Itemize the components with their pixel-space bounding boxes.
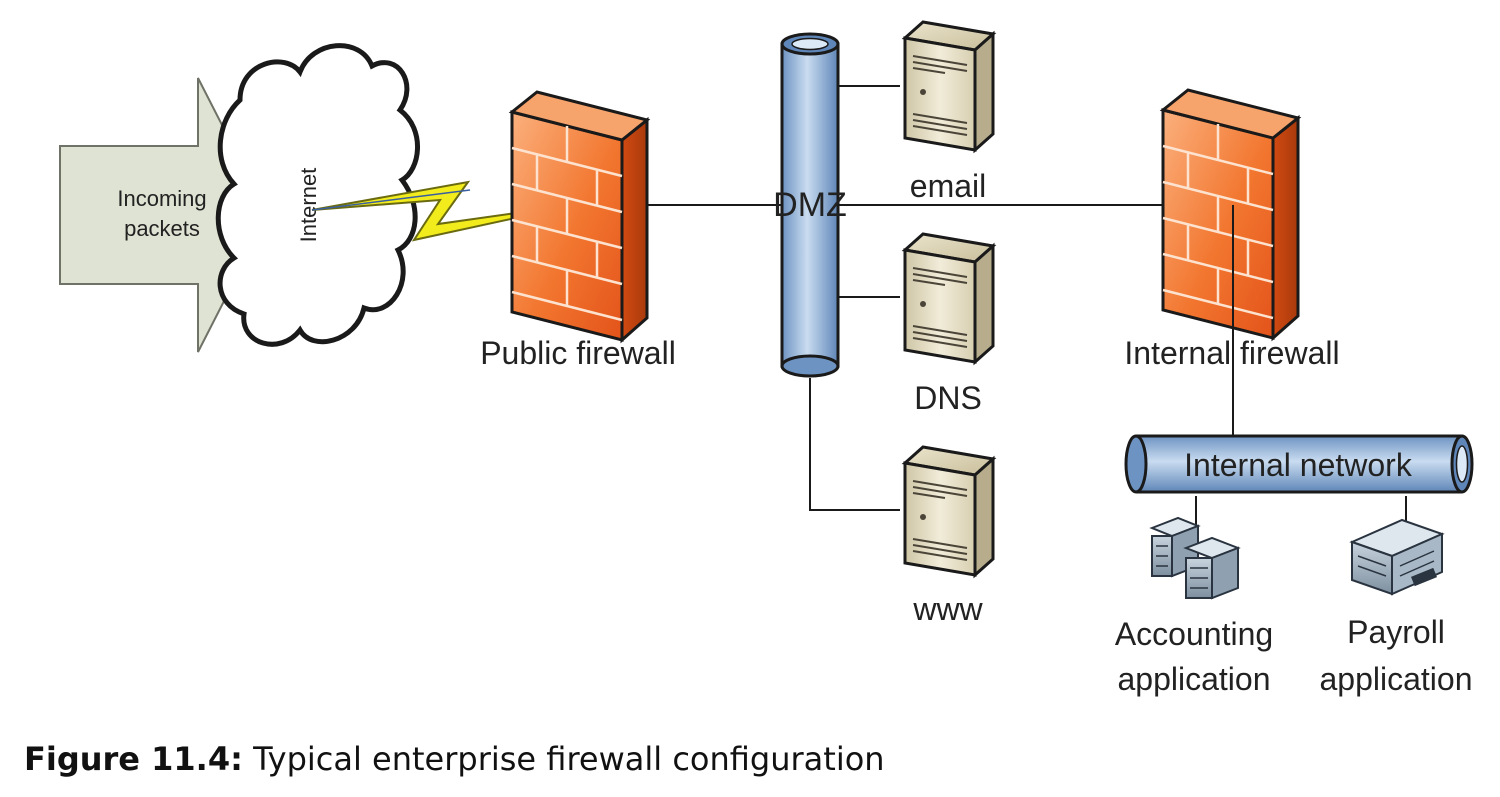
internal-firewall-label: Internal firewall: [1124, 335, 1339, 371]
dmz-tube-icon: [780, 32, 840, 378]
public-firewall-icon: [510, 90, 649, 342]
incoming-label-line1: Incoming: [117, 186, 206, 211]
dns-server-label: DNS: [914, 380, 982, 416]
www-server-icon: [903, 445, 995, 577]
accounting-label-line1: Accounting: [1115, 616, 1273, 652]
internal-network-tube-icon: [1124, 434, 1474, 494]
email-server-icon: [903, 20, 995, 152]
dns-server-icon: [903, 232, 995, 364]
payroll-label-line2: application: [1320, 661, 1473, 697]
email-server-label: email: [910, 168, 986, 204]
internal-firewall-icon: [1161, 88, 1300, 340]
dmz-label: DMZ: [773, 186, 847, 224]
accounting-server-icon: [1149, 516, 1241, 600]
internal-network-label: Internal network: [1184, 447, 1413, 483]
figure-caption: Figure 11.4: Typical enterprise firewall…: [24, 740, 885, 778]
public-firewall-label: Public firewall: [480, 335, 676, 371]
payroll-label-line1: Payroll: [1347, 614, 1445, 650]
cloud-icon: [215, 43, 420, 347]
figure-number: Figure 11.4:: [24, 740, 243, 778]
internet-label: Internet: [296, 168, 321, 243]
payroll-server-icon: [1349, 518, 1445, 596]
accounting-label-line2: application: [1118, 661, 1271, 697]
incoming-label-line2: packets: [124, 216, 200, 241]
firewall-diagram: Incoming packets Internet Public firewal…: [59, 20, 1474, 697]
figure-caption-text: Typical enterprise firewall configuratio…: [242, 740, 885, 778]
www-server-label: www: [912, 591, 983, 627]
